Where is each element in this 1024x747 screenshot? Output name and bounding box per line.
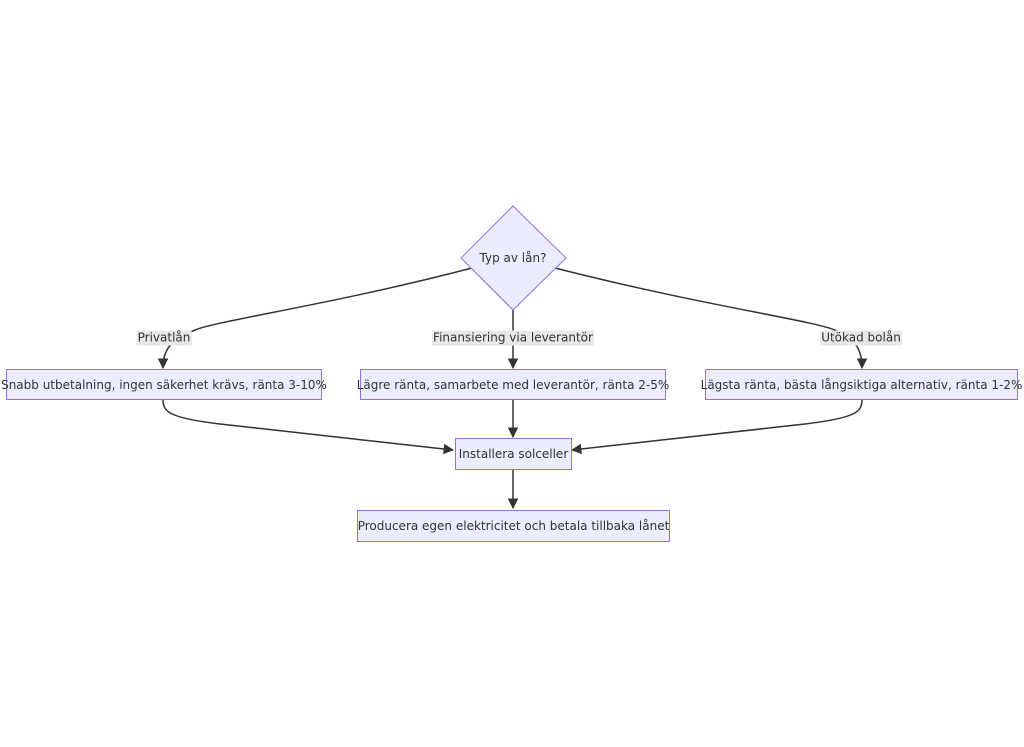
edge-private-to-install <box>162 399 455 455</box>
node-extended-mortgage-label: Lägsta ränta, bästa långsiktiga alternat… <box>700 377 1023 392</box>
edge-mortgage-to-install <box>570 399 863 455</box>
node-produce-electricity: Producera egen elektricitet och betala t… <box>357 510 670 542</box>
node-install-solar: Installera solceller <box>455 438 572 470</box>
node-private-loan: Snabb utbetalning, ingen säkerhet krävs,… <box>1 369 327 400</box>
node-install-solar-label: Installera solceller <box>458 447 569 461</box>
decision-diamond <box>460 205 567 311</box>
node-supplier-financing-label: Lägre ränta, samarbete med leverantör, r… <box>356 377 670 392</box>
node-supplier-financing: Lägre ränta, samarbete med leverantör, r… <box>357 369 669 400</box>
decision-label: Typ av lån? <box>479 251 547 265</box>
edge-label-mortgage: Utökad bolån <box>820 330 902 346</box>
node-extended-mortgage: Lägsta ränta, bästa långsiktiga alternat… <box>701 369 1022 400</box>
edge-label-supplier: Finansiering via leverantör <box>432 330 594 346</box>
node-produce-electricity-label: Producera egen elektricitet och betala t… <box>357 519 670 533</box>
node-private-loan-label: Snabb utbetalning, ingen säkerhet krävs,… <box>1 377 327 392</box>
edge-decision-to-private <box>157 267 473 370</box>
edge-decision-to-mortgage <box>554 267 868 370</box>
edge-label-private: Privatlån <box>136 330 192 346</box>
